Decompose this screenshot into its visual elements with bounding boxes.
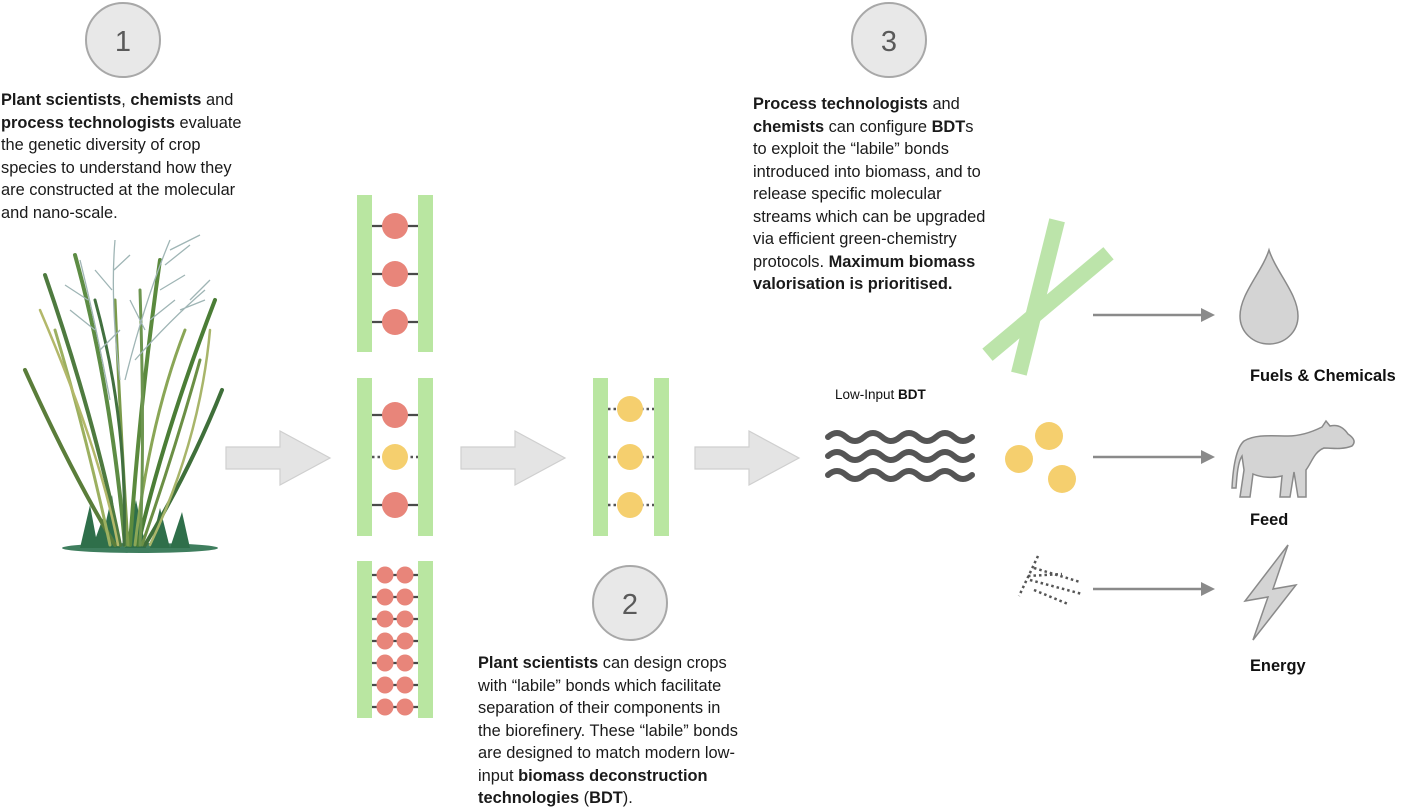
cow-icon <box>1231 419 1355 498</box>
yellow-bead <box>617 492 643 518</box>
pipeline-arrows <box>225 429 801 487</box>
text-line: separation of their components in <box>478 699 721 717</box>
fibre-fragments <box>982 218 1114 376</box>
text-line: species to understand how they <box>1 158 232 177</box>
text-line: valorisation is prioritised. <box>753 275 953 293</box>
red-bead <box>396 566 414 584</box>
text-line: and nano-scale. <box>1 203 118 222</box>
crosslinked-biomass-ladder-right-wall <box>418 561 433 718</box>
droplet-icon <box>1239 247 1299 345</box>
grass-plant-illustration <box>23 234 224 553</box>
native-biomass-ladder-left-wall <box>357 195 372 352</box>
red-bead <box>382 261 408 287</box>
bdt-process-waves <box>825 430 975 482</box>
text-line: Process technologists and <box>753 95 960 113</box>
text-line: process technologists evaluate <box>1 113 242 132</box>
red-bead <box>376 676 394 694</box>
arrow-selected-to-bdt <box>694 429 801 487</box>
red-bead <box>396 588 414 606</box>
text-line: are constructed at the molecular <box>1 181 236 199</box>
selected-biomass-ladder-left-wall <box>593 378 608 536</box>
step-2-marker: 2 <box>592 565 668 641</box>
red-bead <box>376 610 394 628</box>
red-bead <box>376 566 394 584</box>
red-bead <box>376 588 394 606</box>
engineered-biomass-ladder-right-wall <box>418 378 433 536</box>
text-line: chemists can configure BDTs <box>753 117 974 136</box>
lightning-icon <box>1243 544 1298 641</box>
output-arrows <box>1093 308 1215 596</box>
red-bead <box>382 402 408 428</box>
crosslinked-biomass-ladder-left-wall <box>357 561 372 718</box>
step-3-description: Process technologists and chemists can co… <box>753 93 985 296</box>
step-3-number: 3 <box>881 26 897 58</box>
red-bead <box>396 632 414 650</box>
text-line: Plant scientists can design crops <box>478 654 727 672</box>
wave-line <box>825 430 975 444</box>
step-3-marker: 3 <box>851 2 927 78</box>
red-bead <box>396 676 414 694</box>
wave-line <box>825 468 975 482</box>
text-line: input biomass deconstruction <box>478 766 708 785</box>
bdt-label: Low-Input BDT <box>835 387 927 402</box>
text-line: streams which can be upgraded <box>753 207 986 226</box>
step-2-description: Plant scientists can design crops with “l… <box>478 652 738 810</box>
red-bead <box>376 632 394 650</box>
text-line: to exploit the “labile” bonds <box>753 140 949 158</box>
output-label-feed: Feed <box>1250 511 1288 529</box>
text-line: are designed to match modern low- <box>478 744 735 762</box>
text-line: the biorefinery. These “labile” bonds <box>478 721 738 740</box>
yellow-bead <box>382 444 408 470</box>
selected-biomass-ladder-right-wall <box>654 378 669 536</box>
text-line: via efficient green-chemistry <box>753 230 957 248</box>
arrow-step1-to-step2 <box>225 429 332 487</box>
step-1-description: Plant scientists, chemists and process te… <box>1 89 242 224</box>
red-bead <box>396 610 414 628</box>
text-line: protocols. Maximum biomass <box>753 252 976 271</box>
red-bead <box>382 309 408 335</box>
red-bead <box>396 654 414 672</box>
step-1-marker: 1 <box>85 2 161 78</box>
text-line: the genetic diversity of crop <box>1 136 201 154</box>
native-biomass-ladder-right-wall <box>418 195 433 352</box>
red-bead <box>396 698 414 716</box>
step-2-number: 2 <box>622 589 638 621</box>
text-line: release specific molecular <box>753 185 942 203</box>
text-line: introduced into biomass, and to <box>753 162 981 181</box>
engineered-biomass-ladder-left-wall <box>357 378 372 536</box>
yellow-bead <box>617 396 643 422</box>
residue-fragments <box>1017 555 1083 606</box>
red-bead <box>382 213 408 239</box>
arrow-step2-to-selected <box>460 429 567 487</box>
output-label-fuels: Fuels & Chemicals <box>1250 367 1396 385</box>
step-1-number: 1 <box>115 26 131 58</box>
yellow-bead <box>617 444 643 470</box>
released-molecules <box>1005 422 1076 493</box>
output-label-energy: Energy <box>1250 657 1306 675</box>
biomass-structures <box>357 195 669 718</box>
red-bead <box>376 698 394 716</box>
text-line: Plant scientists, chemists and <box>1 91 234 109</box>
text-line: technologies (BDT). <box>478 789 633 807</box>
text-line: with “labile” bonds which facilitate <box>478 676 722 695</box>
red-bead <box>376 654 394 672</box>
red-bead <box>382 492 408 518</box>
wave-line <box>825 449 975 463</box>
